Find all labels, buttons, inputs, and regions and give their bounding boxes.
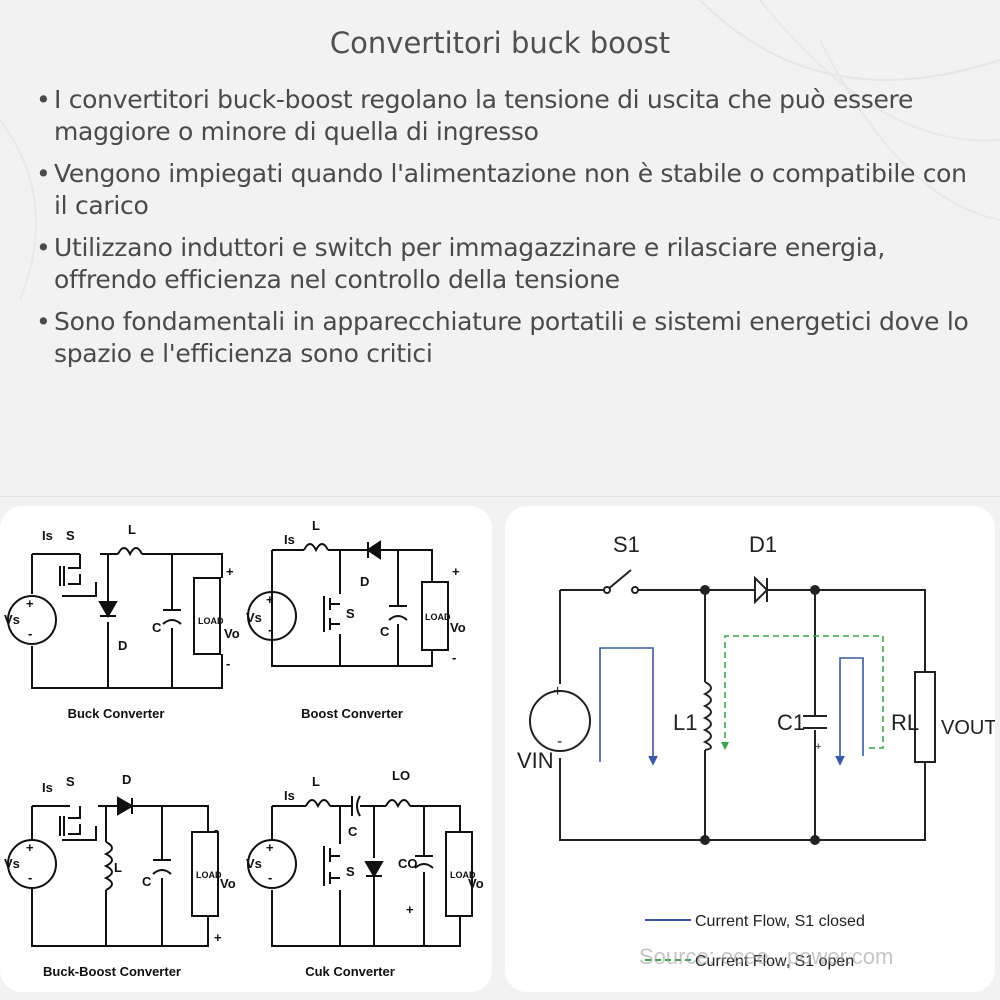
- label-l: L: [312, 518, 320, 533]
- bullet-item: •Sono fondamentali in apparecchiature po…: [36, 306, 976, 370]
- label-vout: VOUT: [941, 717, 995, 739]
- caption-buck: Buck Converter: [68, 706, 165, 721]
- label-lo: LO: [392, 768, 410, 783]
- label-plus: +: [266, 840, 274, 855]
- label-load: LOAD: [425, 612, 451, 622]
- caption-cuk: Cuk Converter: [305, 964, 395, 979]
- label-d: D: [360, 574, 369, 589]
- label-is: Is: [42, 528, 53, 543]
- source-watermark: Source: ecee...power.com: [639, 944, 893, 969]
- label-minus: -: [214, 822, 218, 837]
- label-c: C: [152, 620, 162, 635]
- buck-boost-current-flow-figure: S1 D1 L1 C1 RL VOUT VIN + - + Current Fl…: [505, 506, 997, 992]
- label-vo: Vo: [468, 876, 484, 891]
- label-vs: Vs: [246, 610, 262, 625]
- label-s1: S1: [613, 532, 640, 557]
- label-d: D: [118, 638, 127, 653]
- label-vs: Vs: [4, 612, 20, 627]
- label-minus: -: [226, 656, 230, 671]
- bullet-text: Utilizzano induttori e switch per immaga…: [54, 233, 886, 294]
- bullet-item: •Vengono impiegati quando l'alimentazion…: [36, 158, 976, 222]
- label-c: C: [380, 624, 390, 639]
- label-vs: Vs: [246, 856, 262, 871]
- label-vs: Vs: [4, 856, 20, 871]
- label-plus: +: [226, 564, 234, 579]
- label-minus: -: [28, 870, 32, 885]
- converter-schematics: Is S L D C Vs + - + - Vo LOAD Is L D S C…: [4, 518, 484, 979]
- label-plus: +: [452, 564, 460, 579]
- label-minus: -: [452, 650, 456, 665]
- label-plus: +: [406, 902, 414, 917]
- label-l: L: [128, 522, 136, 537]
- caption-boost: Boost Converter: [301, 706, 403, 721]
- label-plus: +: [214, 930, 222, 945]
- label-vo: Vo: [450, 620, 466, 635]
- label-l1: L1: [673, 710, 697, 735]
- divider: [0, 496, 1000, 497]
- label-is: Is: [284, 788, 295, 803]
- label-d: D: [122, 772, 131, 787]
- label-co: CO: [398, 856, 418, 871]
- label-load: LOAD: [198, 616, 224, 626]
- current-flow-schematic: S1 D1 L1 C1 RL VOUT VIN + - + Current Fl…: [517, 532, 997, 970]
- label-load: LOAD: [196, 870, 222, 880]
- label-minus: -: [28, 626, 32, 641]
- label-c1: C1: [777, 710, 805, 735]
- label-c: C: [348, 824, 358, 839]
- label-d1: D1: [749, 532, 777, 557]
- label-l: L: [114, 860, 122, 875]
- label-l: L: [312, 774, 320, 789]
- bullet-text: Sono fondamentali in apparecchiature por…: [54, 307, 969, 368]
- label-plus: +: [553, 683, 562, 700]
- bullet-text: Vengono impiegati quando l'alimentazione…: [54, 159, 967, 220]
- bullet-item: •Utilizzano induttori e switch per immag…: [36, 232, 976, 296]
- label-rl: RL: [891, 710, 919, 735]
- legend-open-label: Current Flow, S1 open: [695, 953, 854, 970]
- bullet-marker: •: [36, 159, 51, 188]
- buck-converter-schematic: [7, 547, 223, 689]
- label-is: Is: [284, 532, 295, 547]
- label-vo: Vo: [220, 876, 236, 891]
- bullet-text: I convertitori buck-boost regolano la te…: [54, 85, 914, 146]
- bullet-item: •I convertitori buck-boost regolano la t…: [36, 84, 976, 148]
- label-is: Is: [42, 780, 53, 795]
- converter-topologies-figure: Is S L D C Vs + - + - Vo LOAD Is L D S C…: [0, 506, 492, 992]
- label-cap-plus: +: [815, 741, 821, 753]
- label-vo: Vo: [224, 626, 240, 641]
- bullet-marker: •: [36, 233, 51, 262]
- legend-closed-label: Current Flow, S1 closed: [695, 913, 865, 930]
- label-s: S: [346, 606, 355, 621]
- label-c: C: [142, 874, 152, 889]
- label-plus: +: [26, 840, 34, 855]
- label-minus: -: [268, 622, 272, 637]
- label-vin: VIN: [517, 748, 554, 773]
- bullet-marker: •: [36, 307, 51, 336]
- current-flow-open-path: [724, 635, 884, 749]
- buck-boost-converter-schematic: [7, 796, 219, 947]
- label-load: LOAD: [450, 870, 476, 880]
- label-s: S: [66, 528, 75, 543]
- label-plus: +: [266, 592, 274, 607]
- label-s: S: [66, 774, 75, 789]
- label-minus: -: [557, 733, 562, 750]
- label-plus: +: [26, 596, 34, 611]
- current-flow-closed-path: [599, 647, 864, 766]
- caption-buck-boost: Buck-Boost Converter: [43, 964, 181, 979]
- page-title: Convertitori buck boost: [329, 26, 671, 60]
- bullet-marker: •: [36, 85, 51, 114]
- cuk-converter-schematic: [247, 795, 473, 947]
- label-s: S: [346, 864, 355, 879]
- label-minus: -: [268, 870, 272, 885]
- bullet-list: •I convertitori buck-boost regolano la t…: [36, 84, 976, 380]
- boost-converter-schematic: [247, 540, 449, 667]
